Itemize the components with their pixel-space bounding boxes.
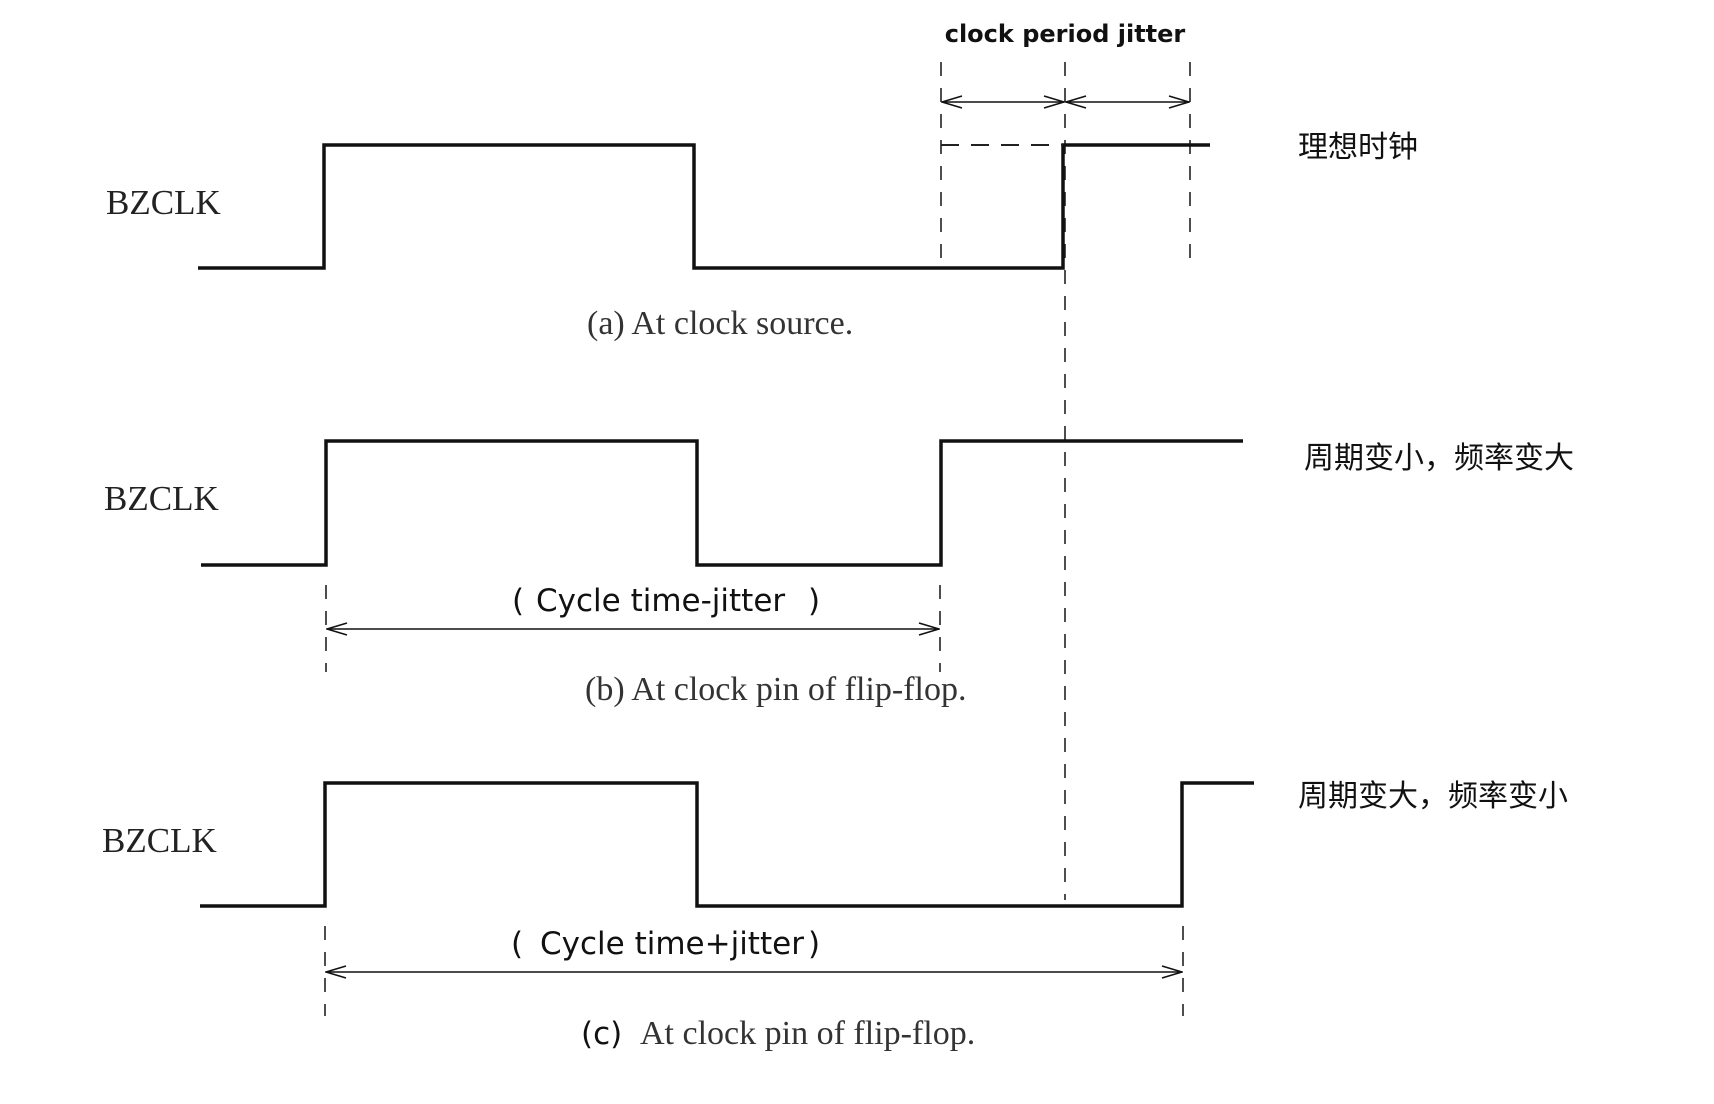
signal-label-c: BZCLK (102, 821, 217, 860)
measure-right-paren-c: ) (808, 926, 820, 962)
caption-prefix-c: (c) (581, 1016, 622, 1052)
jitter-label: clock period jitter (945, 20, 1186, 48)
signal-label-b: BZCLK (104, 479, 219, 518)
measure-right-paren-b: ) (808, 583, 820, 619)
caption-b: (b) At clock pin of flip-flop. (585, 671, 966, 708)
waveform-b (201, 439, 1243, 567)
caption-c: At clock pin of flip-flop. (640, 1015, 975, 1052)
signal-label-a: BZCLK (106, 183, 221, 222)
note-c: 周期变大，频率变小 (1298, 779, 1568, 814)
measure-label-c: Cycle time+jitter (540, 926, 804, 962)
note-b: 周期变小，频率变大 (1304, 441, 1574, 476)
measure-label-b: Cycle time-jitter (536, 583, 785, 619)
caption-a: (a) At clock source. (587, 305, 853, 342)
note-a: 理想时钟 (1298, 130, 1418, 165)
measure-left-paren-c: ( (511, 926, 523, 962)
measure-left-paren-b: ( (512, 583, 524, 619)
waveform-a (198, 143, 1210, 270)
waveform-c (200, 781, 1254, 908)
